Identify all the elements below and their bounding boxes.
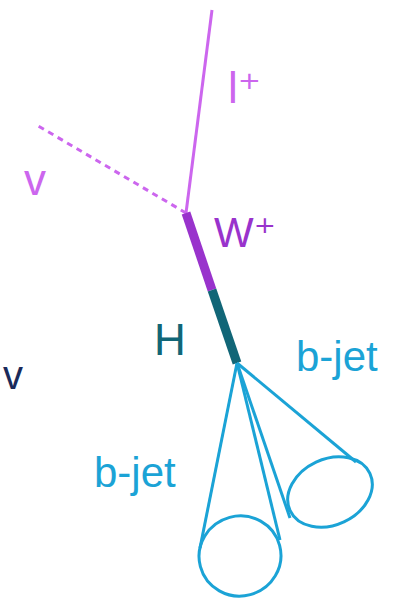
w-boson-label: W⁺ <box>214 212 276 254</box>
lepton-line <box>186 10 212 213</box>
neutrino-label: v <box>24 158 46 202</box>
w-boson-line <box>186 213 212 290</box>
jet-label: b-jet <box>94 452 176 494</box>
neutrino-line <box>35 124 186 213</box>
jet-label: b-jet <box>296 336 378 378</box>
higgs-label: H <box>154 318 186 362</box>
stray-label: v <box>3 355 23 395</box>
jet-cones <box>190 363 384 603</box>
lepton-label: l⁺ <box>228 66 261 110</box>
higgs-line <box>212 290 237 363</box>
